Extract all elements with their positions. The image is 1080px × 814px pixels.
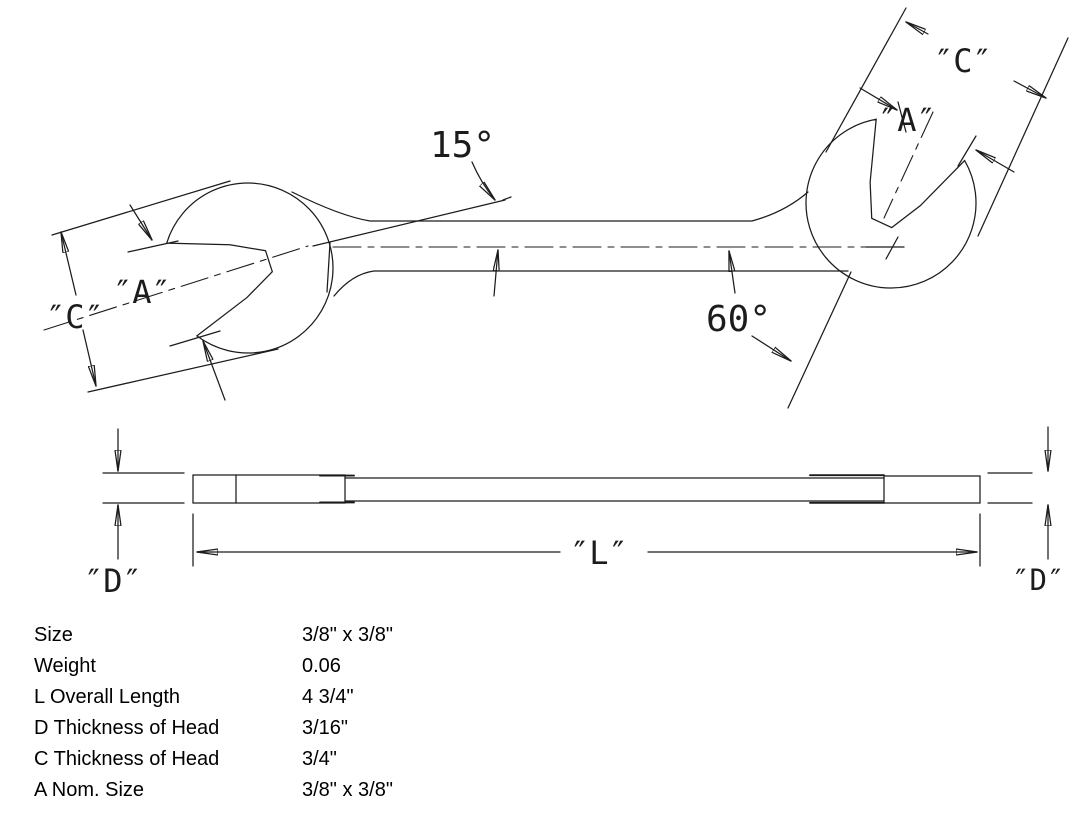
- dim-a-left-arrow-upper: [129, 204, 152, 240]
- dim-a-right-tick-left: [897, 101, 907, 133]
- dim-a-right: ″A″: [859, 87, 1015, 173]
- dim-a-left-label: ″A″: [113, 273, 171, 311]
- side-view: ″L″ ″D″ ″D″: [84, 426, 1064, 600]
- dim-c-right-line-left: [906, 22, 929, 34]
- spec-value: 3/8" x 3/8": [302, 779, 393, 801]
- spec-label: L Overall Length: [34, 686, 181, 708]
- dim-l-label: ″L″: [570, 534, 628, 572]
- dim-c-left-label: ″C″: [46, 298, 104, 336]
- angle-15-reference-line: [312, 196, 512, 247]
- dim-c-left-line-upper: [61, 232, 77, 296]
- dim-c-right-ext-right: [977, 37, 1069, 237]
- spec-label: Size: [34, 624, 73, 646]
- handle-profile: [344, 477, 885, 502]
- angle-60-callout: 60°: [706, 251, 852, 409]
- left-head-block: [192, 474, 346, 504]
- dim-a-left: ″A″: [113, 204, 226, 401]
- spec-value: 3/16": [302, 717, 349, 739]
- dim-l: ″L″: [192, 513, 981, 572]
- dim-d-right-ext: [987, 472, 1033, 504]
- angle-60-leader-arrow: [751, 335, 791, 361]
- angle-15-vertex-arrow: [494, 250, 498, 297]
- centerline-end-tick: [885, 236, 899, 260]
- handle-top-edge: [291, 191, 809, 222]
- spec-label: A Nom. Size: [34, 779, 145, 801]
- angle-15-label: 15°: [430, 125, 495, 166]
- dim-a-right-arrow-right: [976, 150, 1015, 173]
- left-jaw-tick: [326, 242, 331, 293]
- dim-d-left: ″D″: [84, 428, 185, 600]
- dim-c-left-line-lower: [82, 329, 96, 386]
- right-head-block: [883, 475, 981, 504]
- angle-60-label: 60°: [706, 299, 771, 340]
- dim-c-right: ″C″: [825, 7, 1069, 237]
- spec-label: C Thickness of Head: [34, 748, 220, 770]
- centerlines: [43, 111, 934, 331]
- jaw-slot-left: [319, 474, 355, 504]
- top-view: 15° 60° ″C″: [43, 7, 1069, 409]
- angle-15-leader-arrow: [471, 161, 495, 200]
- dim-c-right-label: ″C″: [934, 42, 992, 80]
- dim-c-right-line-right: [1013, 80, 1046, 98]
- angle-60-extension-line: [787, 271, 852, 409]
- dim-c-left-ext-upper: [51, 180, 231, 236]
- dim-d-left-label: ″D″: [84, 562, 142, 600]
- dim-c-left-ext-lower: [87, 348, 279, 393]
- right-jaw-centerline: [883, 111, 934, 219]
- dim-d-right: ″D″: [987, 426, 1064, 597]
- dim-a-left-tick-upper: [127, 240, 179, 253]
- dim-a-left-arrow-lower: [203, 341, 226, 401]
- spec-label: D Thickness of Head: [34, 717, 220, 739]
- spec-value: 3/8" x 3/8": [302, 624, 393, 646]
- angle-60-vertex-arrow: [729, 251, 736, 294]
- spec-table: Size 3/8" x 3/8" Weight 0.06 L Overall L…: [34, 620, 594, 806]
- spec-value: 3/4": [302, 748, 337, 770]
- dim-a-right-tick-right: [957, 135, 977, 167]
- handle-bottom-edge: [333, 270, 849, 297]
- dim-d-left-ext: [102, 472, 185, 504]
- jaw-slot-right: [809, 474, 885, 504]
- dim-c-right-ext-left: [825, 7, 907, 153]
- left-jaw-centerline: [43, 245, 309, 331]
- spec-label: Weight: [34, 655, 96, 677]
- left-open-end-head: [154, 160, 356, 371]
- wrench-outline: [154, 103, 999, 371]
- spec-value: 4 3/4": [302, 686, 354, 708]
- dim-d-right-label: ″D″: [1012, 563, 1064, 597]
- dim-a-right-label: ″A″: [878, 101, 936, 139]
- profile-outline: [192, 474, 981, 504]
- angle-15-callout: 15°: [312, 125, 512, 297]
- spec-value: 0.06: [302, 655, 341, 677]
- wrench-technical-drawing: 15° 60° ″C″: [43, 7, 1069, 600]
- dim-a-right-arrow-left: [859, 87, 897, 110]
- dim-c-left: ″C″: [46, 180, 279, 393]
- dim-a-left-tick-lower: [169, 330, 221, 347]
